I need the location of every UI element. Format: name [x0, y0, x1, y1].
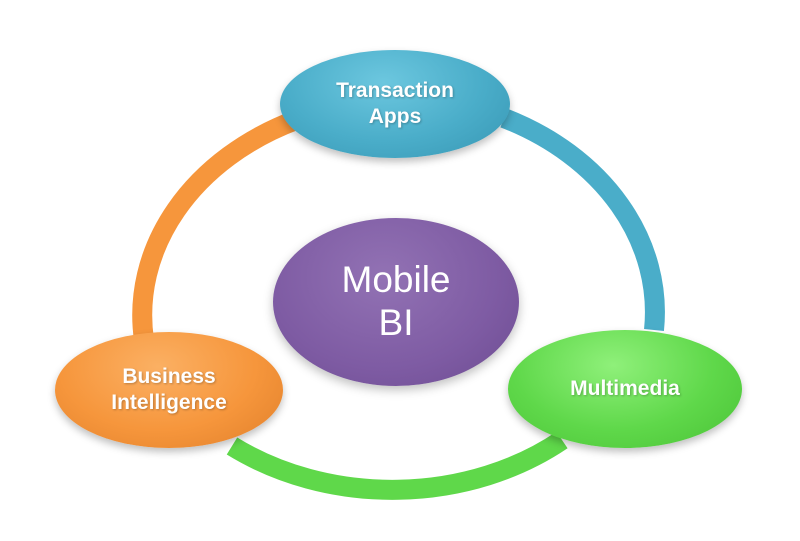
node-multimedia-label: Multimedia	[570, 376, 680, 400]
connector-transaction-apps-to-multimedia	[500, 108, 665, 332]
node-transaction-apps: Transaction Apps	[280, 50, 510, 158]
node-business-intelligence-label: Business Intelligence	[111, 364, 227, 414]
node-multimedia: Multimedia	[508, 330, 742, 448]
node-business-intelligence: Business Intelligence	[55, 332, 283, 448]
node-mobile-bi-label: Mobile BI	[341, 259, 451, 343]
connector-multimedia-to-bi	[226, 431, 568, 500]
connector-bi-to-transaction-apps	[132, 110, 300, 342]
node-mobile-bi: Mobile BI	[273, 218, 519, 386]
node-transaction-apps-label: Transaction Apps	[336, 78, 454, 128]
